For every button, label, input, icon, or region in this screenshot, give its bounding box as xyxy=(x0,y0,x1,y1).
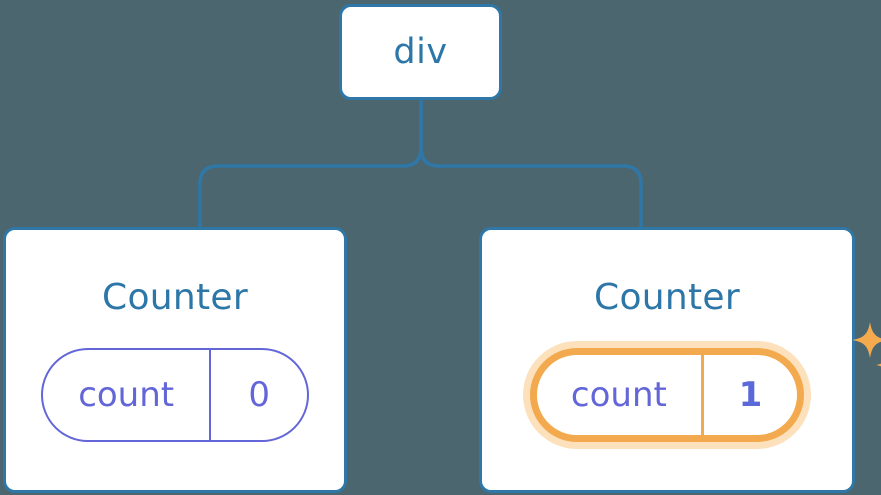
state-value-label: 1 xyxy=(700,355,797,435)
counter-left-title: Counter xyxy=(102,277,248,318)
sparkle-small-icon xyxy=(876,363,881,367)
state-value-label: 0 xyxy=(209,350,307,440)
sparkle-icon xyxy=(852,322,881,358)
state-key-label: count xyxy=(78,375,175,415)
sparkles-icon xyxy=(852,322,881,367)
counter-right-title: Counter xyxy=(594,277,740,318)
state-pill-count-right-highlighted[interactable]: count 1 xyxy=(530,348,804,442)
counter-left-state-wrap: count 0 xyxy=(41,348,309,442)
node-div-label: div xyxy=(393,31,448,72)
node-div[interactable]: div xyxy=(339,4,502,100)
node-counter-left[interactable]: Counter count 0 xyxy=(3,227,347,493)
node-counter-right[interactable]: Counter count 1 xyxy=(479,227,881,493)
state-pill-count-left[interactable]: count 0 xyxy=(41,348,309,442)
state-key-label: count xyxy=(570,375,667,415)
counter-right-state-wrap: count 1 xyxy=(530,322,881,442)
